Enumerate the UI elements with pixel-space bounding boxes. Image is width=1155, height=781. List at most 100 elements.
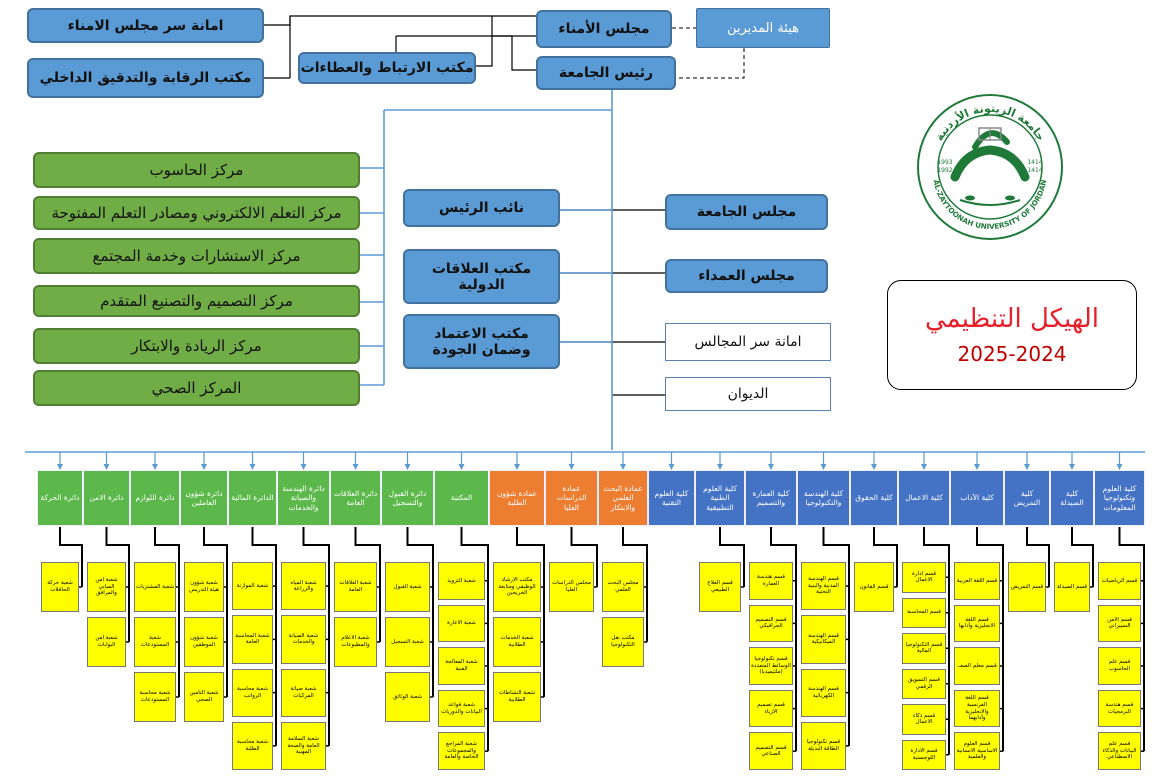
sub-unit-box[interactable]: شعبة المراجع والمجموعات الخاصة والعامة bbox=[438, 732, 485, 770]
vice-president[interactable]: نائب الرئيس bbox=[403, 189, 560, 227]
sub-unit-box[interactable]: شعبة التسجيل bbox=[385, 617, 430, 667]
department-column-header[interactable]: كلية العلوم الطبية التطبيقية bbox=[695, 470, 745, 526]
sub-unit-box[interactable]: قسم علم الحاسوب bbox=[1098, 647, 1141, 685]
sub-unit-box[interactable]: قسم الرياضيات bbox=[1098, 562, 1141, 600]
sub-unit-box[interactable]: شعبة السلامة العامة والصحة المهنية bbox=[281, 721, 326, 770]
sub-unit-box[interactable]: قسم ذكاء الاعمال bbox=[902, 704, 946, 735]
department-column-header[interactable]: دائرة الحركة bbox=[37, 470, 83, 526]
sub-unit-box[interactable]: شعبة الصيانة والخدمات bbox=[281, 615, 326, 664]
sub-unit-box[interactable]: قسم تصميم الازياء bbox=[749, 689, 793, 728]
department-column-header[interactable]: كلية العلوم التقنية bbox=[648, 470, 695, 526]
department-column-header[interactable]: عمادة الدراسات العليا bbox=[545, 470, 598, 526]
department-column-header[interactable]: دائرة العلاقات العامة bbox=[330, 470, 381, 526]
center-item[interactable]: مركز الحاسوب bbox=[33, 152, 360, 188]
department-column-header[interactable]: كلية الآداب bbox=[950, 470, 1004, 526]
center-item[interactable]: مركز الاستشارات وخدمة المجتمع bbox=[33, 238, 360, 274]
sub-unit-box[interactable]: شعبة التزويد bbox=[438, 562, 485, 600]
department-column-header[interactable]: كلية التمريض bbox=[1004, 470, 1050, 526]
accreditation-quality-office[interactable]: مكتب الاعتماد وضمان الجودة bbox=[403, 314, 560, 369]
sub-unit-box[interactable]: شعبة الاعلام والمطبوعات bbox=[334, 617, 377, 667]
department-column-header[interactable]: دائرة القبول والتسجيل bbox=[381, 470, 434, 526]
department-column-header[interactable]: كلية العمارة والتصميم bbox=[745, 470, 797, 526]
sub-unit-box[interactable]: قسم العلاج الطبيعي bbox=[699, 562, 741, 612]
center-item[interactable]: مركز التصميم والتصنيع المتقدم bbox=[33, 285, 360, 317]
department-column-header[interactable]: المكتبة bbox=[434, 470, 489, 526]
sub-unit-box[interactable]: شعبة محاسبة المستودعات bbox=[134, 672, 176, 722]
sub-unit-box[interactable]: شعبة محاسبة الرواتب bbox=[232, 668, 273, 717]
sub-unit-box[interactable]: شعبة الاعارة bbox=[438, 604, 485, 643]
sub-unit-box[interactable]: قسم اللغة العربية bbox=[954, 562, 1000, 600]
sub-unit-box[interactable]: قسم معلم الصف bbox=[954, 647, 1000, 685]
center-item[interactable]: مركز التعلم الالكتروني ومصادر التعلم الم… bbox=[33, 196, 360, 230]
sub-unit-box[interactable]: قسم هندسة البرمجيات bbox=[1098, 689, 1141, 728]
sub-unit-box[interactable]: قسم هندسة العمارة bbox=[749, 562, 793, 600]
deans-council[interactable]: مجلس العمداء bbox=[665, 259, 828, 293]
center-item[interactable]: المركز الصحي bbox=[33, 370, 360, 406]
sub-unit-box[interactable]: قسم الصيدلة bbox=[1054, 562, 1090, 612]
sub-unit-box[interactable]: قسم الهندسة الكهربائية bbox=[801, 668, 846, 717]
sub-unit-box[interactable]: قسم الهندسة الميكانيكية bbox=[801, 615, 846, 664]
department-column-header[interactable]: كلية الحقوق bbox=[850, 470, 898, 526]
sub-unit-box[interactable]: شعبة التامين الصحي bbox=[184, 672, 224, 722]
sub-unit-box[interactable]: مجلس البحث العلمي bbox=[602, 562, 644, 612]
trustees-secretariat[interactable]: امانة سر مجلس الامناء bbox=[27, 8, 264, 43]
sub-unit-box[interactable]: شعبة الوثائق bbox=[385, 672, 430, 722]
sub-unit-box[interactable]: مكتب الارشاد الوظيفي ومتابعة الخريجين bbox=[493, 562, 541, 612]
sub-unit-box[interactable]: قسم القانون bbox=[854, 562, 894, 612]
sub-unit-box[interactable]: قسم تكنولوجيا الطاقة البديلة bbox=[801, 721, 846, 770]
sub-unit-box[interactable]: مكتب نقل التكنولوجيا bbox=[602, 617, 644, 667]
liaison-office[interactable]: مكتب الارتباط والعطاءات bbox=[298, 52, 476, 84]
sub-unit-box[interactable]: شعبة شؤون هيئة التدريس bbox=[184, 562, 224, 612]
sub-unit-box[interactable]: قسم التصميم الجرافيكي bbox=[749, 604, 793, 643]
sub-unit-box[interactable]: قسم علم البيانات والذكاء الاصطناعي bbox=[1098, 732, 1141, 770]
sub-unit-box[interactable]: شعبة امن المباني والمرافق bbox=[87, 562, 126, 612]
sub-unit-box[interactable]: قسم الهندسة المدنية والبنية التحتية bbox=[801, 562, 846, 611]
international-relations-office[interactable]: مكتب العلاقات الدولية bbox=[403, 249, 560, 304]
department-column-header[interactable]: دائرة الهندسة والصيانة والخدمات bbox=[277, 470, 330, 526]
sub-unit-box[interactable]: قسم التمريض bbox=[1008, 562, 1046, 612]
sub-unit-box[interactable]: قسم تكنولوجيا الوسائط المتعددة (ملتيميدي… bbox=[749, 647, 793, 685]
sub-unit-box[interactable]: شعبة محاسبة الطلبة bbox=[232, 721, 273, 770]
sub-unit-box[interactable]: قسم اللغة الانجليزية وآدابها bbox=[954, 604, 1000, 643]
department-column-header[interactable]: كلية العلوم وتكنولوجيا المعلومات bbox=[1094, 470, 1145, 526]
department-column-header[interactable]: الدائرة المالية bbox=[228, 470, 277, 526]
sub-unit-box[interactable]: قسم التكنولوجيا المالية bbox=[902, 633, 946, 664]
sub-unit-box[interactable]: قسم المحاسبة bbox=[902, 597, 946, 628]
sub-unit-box[interactable]: شعبة حركة الحافلات bbox=[41, 562, 79, 612]
sub-unit-box[interactable]: شعبة امن البوابات bbox=[87, 617, 126, 667]
board-of-trustees[interactable]: مجلس الأمناء bbox=[536, 10, 672, 48]
sub-unit-box[interactable]: قسم ادارة الاعمال bbox=[902, 562, 946, 593]
department-column-header[interactable]: دائرة اللوازم bbox=[130, 470, 180, 526]
sub-unit-box[interactable]: قسم العلوم الاساسية الانسانية والعلمية bbox=[954, 732, 1000, 770]
sub-unit-box[interactable]: شعبة شؤون الموظفين bbox=[184, 617, 224, 667]
sub-unit-box[interactable]: شعبة المشتريات bbox=[134, 562, 176, 612]
university-council[interactable]: مجلس الجامعة bbox=[665, 194, 828, 230]
diwan[interactable]: الديوان bbox=[665, 377, 831, 411]
sub-unit-box[interactable]: قسم التصميم الصناعي bbox=[749, 732, 793, 770]
sub-unit-box[interactable]: قسم الادارة اللوجستية bbox=[902, 739, 946, 770]
department-column-header[interactable]: دائرة الامن bbox=[83, 470, 130, 526]
sub-unit-box[interactable]: شعبة المياه والزراعة bbox=[281, 562, 326, 611]
sub-unit-box[interactable]: قسم اللغة الفرنسية والانجليزية وآدابهما bbox=[954, 689, 1000, 728]
sub-unit-box[interactable]: شعبة المحاسبة العامة bbox=[232, 615, 273, 664]
sub-unit-box[interactable]: قسم الامن السيبراني bbox=[1098, 604, 1141, 643]
sub-unit-box[interactable]: شعبة المعالجة الفنية bbox=[438, 647, 485, 685]
board-of-directors[interactable]: هيئة المديرين bbox=[696, 8, 830, 48]
sub-unit-box[interactable]: شعبة الخدمات الطلابية bbox=[493, 617, 541, 667]
department-column-header[interactable]: عمادة البحث العلمي والابتكار bbox=[598, 470, 648, 526]
university-president[interactable]: رئيس الجامعة bbox=[536, 56, 676, 90]
sub-unit-box[interactable]: شعبة صيانة المركبات bbox=[281, 668, 326, 717]
sub-unit-box[interactable]: مجلس الدراسات العليا bbox=[549, 562, 594, 612]
department-column-header[interactable]: كلية الهندسة والتكنولوجيا bbox=[797, 470, 850, 526]
audit-office[interactable]: مكتب الرقابة والتدقيق الداخلي bbox=[27, 58, 264, 98]
councils-secretariat[interactable]: امانة سر المجالس bbox=[665, 323, 831, 361]
sub-unit-box[interactable]: شعبة النشاطات الطلابية bbox=[493, 672, 541, 722]
department-column-header[interactable]: كلية الصيدلة bbox=[1050, 470, 1094, 526]
sub-unit-box[interactable]: قسم التسويق الرقمي bbox=[902, 668, 946, 699]
department-column-header[interactable]: دائرة شؤون العاملين bbox=[180, 470, 228, 526]
sub-unit-box[interactable]: شعبة الموازنة bbox=[232, 562, 273, 611]
sub-unit-box[interactable]: شعبة قواعد البيانات والدوريات bbox=[438, 689, 485, 728]
sub-unit-box[interactable]: شعبة القبول bbox=[385, 562, 430, 612]
department-column-header[interactable]: عمادة شؤون الطلبة bbox=[489, 470, 545, 526]
sub-unit-box[interactable]: شعبة المستودعات bbox=[134, 617, 176, 667]
